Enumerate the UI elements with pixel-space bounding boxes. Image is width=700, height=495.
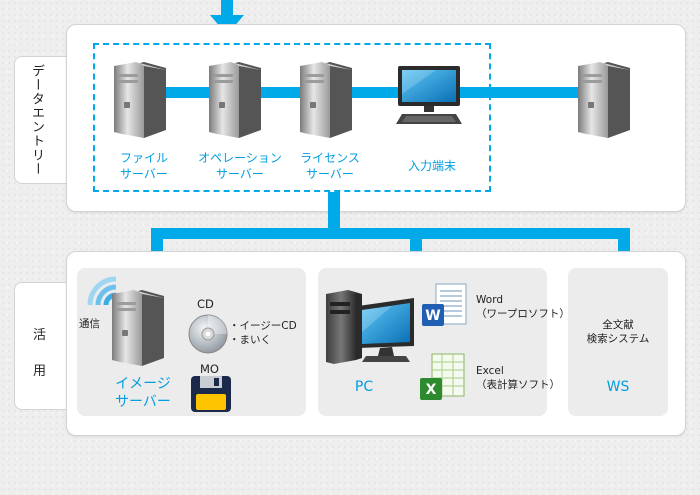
excel-doc-icon: X: [420, 353, 465, 400]
distribution-bus: [151, 228, 630, 239]
word-label: Word （ワープロソフト）: [476, 294, 570, 320]
operation-server-icon: [209, 62, 261, 138]
operation-server-label: オペレーション サーバー: [198, 151, 282, 181]
mo-disk-icon: [191, 376, 231, 412]
trunk-connector: [328, 192, 340, 232]
pc-label: PC: [354, 379, 374, 395]
license-server-icon: [300, 62, 352, 138]
cd-items: ・イージーCD ・まいく: [229, 320, 297, 346]
ws-card: [568, 268, 668, 416]
mo-title: MO: [200, 362, 219, 376]
ws-description: 全文献 検索システム: [586, 319, 650, 345]
image-server-icon: [112, 290, 164, 366]
image-server-label: イメージ サーバー: [115, 376, 171, 410]
word-doc-icon: W: [422, 283, 467, 326]
usage-heading: 活 用: [33, 328, 59, 379]
cd-title: CD: [197, 297, 214, 311]
ws-label: WS: [606, 379, 630, 395]
data-entry-heading: データエントリー: [29, 64, 44, 176]
cd-disc-icon: [188, 314, 228, 354]
external-server-icon: [578, 62, 630, 138]
file-server-label: ファイル サーバー: [119, 151, 168, 181]
network-bus: [160, 87, 600, 98]
wireless-label: 通信: [79, 318, 100, 330]
incoming-connector: [221, 0, 233, 16]
input-terminal-icon: [396, 66, 462, 124]
svg-text:W: W: [425, 308, 440, 324]
file-server-icon: [114, 62, 166, 138]
internal-systems-group: [93, 43, 491, 192]
svg-text:X: X: [426, 382, 437, 398]
input-terminal-label: 入力端末: [407, 159, 456, 173]
excel-label: Excel （表計算ソフト）: [476, 365, 560, 391]
license-server-label: ライセンス サーバー: [300, 151, 360, 181]
pc-computer-icon: [326, 290, 414, 364]
